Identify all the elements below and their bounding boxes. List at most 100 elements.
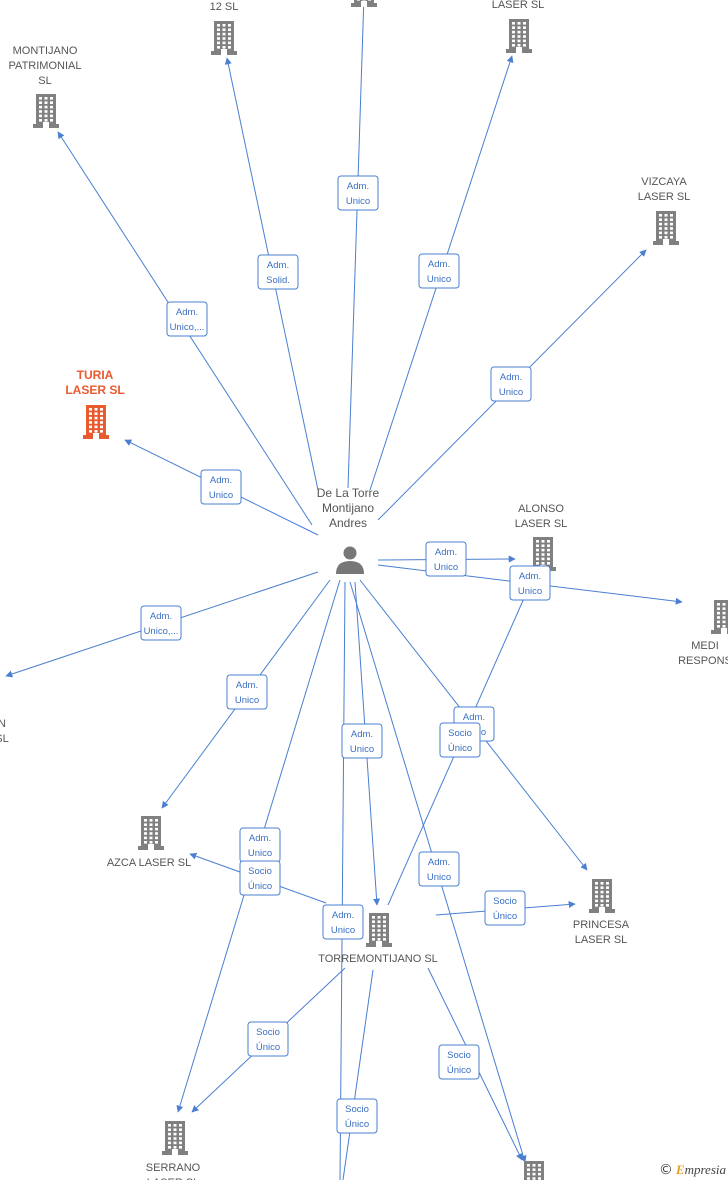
copyright-symbol: © [658, 1162, 673, 1178]
edge-label-box [439, 722, 481, 758]
company-name: SL [38, 75, 51, 87]
edge-label-box [484, 890, 526, 926]
edge-label-text: Único [256, 1042, 280, 1053]
building-icon [524, 1161, 544, 1180]
person-icon [336, 546, 364, 574]
edge-label-text: Socio [345, 1104, 369, 1115]
building-icon [506, 19, 532, 53]
edge-label-text: Unico [346, 196, 370, 207]
edge-label-text: Adm. [519, 571, 541, 582]
edge-label-medi[interactable]: Adm. Unico [509, 565, 551, 601]
edge-label-box [226, 674, 268, 710]
edge-label-text: Unico [518, 586, 542, 597]
company-name: PATRIMONIAL [9, 60, 82, 72]
company-node-bottom_right[interactable] [521, 1161, 547, 1180]
company-node-laser_top[interactable]: LASER SL [492, 0, 545, 53]
brand-name: mpresia [684, 1162, 726, 1177]
edge-label-text: Único [493, 911, 517, 922]
edge-label-top_center[interactable]: Adm.Unico [337, 175, 379, 211]
edge-label-text: Unico [350, 744, 374, 755]
edge-label-text: Unico,... [144, 626, 179, 637]
edge-label-alonso[interactable]: Adm. Unico [425, 541, 467, 577]
edge-label-box [509, 565, 551, 601]
edge-label-text: Adm. [150, 611, 172, 622]
edge-label-montijano[interactable]: Adm. Unico,... [166, 301, 208, 337]
edge-label-box [247, 1021, 289, 1057]
edge-label-azca[interactable]: Adm.Unico [226, 674, 268, 710]
building-icon [162, 1121, 188, 1155]
edge-label-text: Unico [434, 562, 458, 573]
company-name: SL [0, 733, 9, 745]
edge-label-text: Unico [209, 490, 233, 501]
person-name: Andres [329, 516, 367, 530]
company-name: AZCA LASER SL [107, 857, 191, 869]
edge-label-text: Unico [499, 387, 523, 398]
company-name: VIZCAYA [641, 176, 687, 188]
company-name: MEDI [691, 640, 719, 652]
building-icon [83, 405, 109, 439]
company-name: LASER SL [492, 0, 545, 11]
edge-label-box [200, 469, 242, 505]
company-name: TORREMONTIJANO SL [318, 953, 438, 965]
company-node-top_center[interactable] [351, 0, 377, 7]
company-node-azca[interactable]: AZCA LASER SL [107, 816, 191, 869]
edge-label-c12[interactable]: Adm.Solid. [257, 254, 299, 290]
building-icon [211, 21, 237, 55]
edge-label-text: Único [248, 881, 272, 892]
edge-label-text: Adm. [428, 857, 450, 868]
edge-label-text: Único [448, 743, 472, 754]
edge-label-box [418, 253, 460, 289]
edge-label-turia[interactable]: Adm.Unico [200, 469, 242, 505]
edge-label-left_edge[interactable]: Adm. Unico,... [140, 605, 182, 641]
company-node-torremontijano[interactable]: TORREMONTIJANO SL [318, 913, 438, 965]
edge-label-box [239, 860, 281, 896]
company-node-left_edge[interactable]: NSL [0, 683, 9, 745]
edge-label-text: Unico [331, 925, 355, 936]
edge-label-text: Único [345, 1119, 369, 1130]
building-icon [33, 94, 59, 128]
edge-label-text: Adm. [176, 307, 198, 318]
company-node-princesa[interactable]: PRINCESA LASER SL [573, 879, 630, 946]
edge-label-text: Adm. [351, 729, 373, 740]
company-name: LASER SL [638, 191, 691, 203]
edge-label-text: Unico [427, 872, 451, 883]
edge-label-text: Solid. [266, 275, 290, 286]
building-icon [589, 879, 615, 913]
edge-label-torremontijano[interactable]: Adm. Unico [341, 723, 383, 759]
edge-label-box [341, 723, 383, 759]
edge-label-text: Adm. [249, 833, 271, 844]
edge-label-vizcaya[interactable]: Adm.Unico [490, 366, 532, 402]
company-node-vizcaya[interactable]: VIZCAYA LASER SL [638, 176, 691, 245]
company-name: LASER SL [515, 518, 568, 530]
company-name: LASER SL [575, 934, 628, 946]
edge-label-text: Unico,... [170, 322, 205, 333]
edge-label-bottom_offscreen[interactable]: Adm.Unico [322, 904, 364, 940]
edge-label-text: Socio [448, 728, 472, 739]
company-name: SERRANO [146, 1162, 201, 1174]
company-node-serrano[interactable]: SERRANOLASER SL [146, 1121, 201, 1180]
edge-label-laser_top[interactable]: Adm.Unico [418, 253, 460, 289]
company-name: PRINCESA [573, 919, 630, 931]
company-node-c12[interactable]: 12 SL [210, 1, 239, 55]
edge-label-text: Socio [248, 866, 272, 877]
edge-label-box [322, 904, 364, 940]
building-icon [138, 816, 164, 850]
edge-label-serrano[interactable]: Adm.Unico [239, 827, 281, 863]
edge-label-text: Único [447, 1065, 471, 1076]
edge-label-text: Adm. [435, 547, 457, 558]
edge-label-text: Adm. [463, 712, 485, 723]
edge-label-text: Socio [493, 896, 517, 907]
edge-label-bottom_right[interactable]: Adm. Unico [418, 851, 460, 887]
